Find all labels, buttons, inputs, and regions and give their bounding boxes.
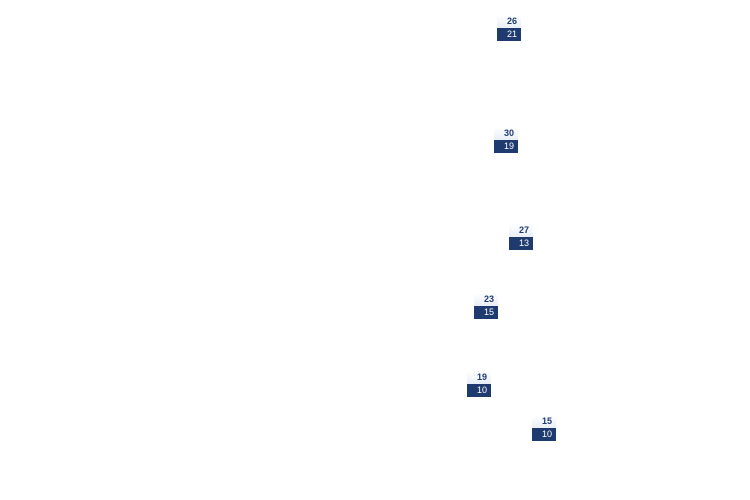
low-temperature: 10 [467,384,491,397]
high-temperature: 23 [474,293,498,306]
temperature-tag[interactable]: 26 21 [497,15,521,41]
low-temperature: 10 [532,428,556,441]
temperature-tag[interactable]: 27 13 [509,224,533,250]
high-temperature: 27 [509,224,533,237]
high-temperature: 26 [497,15,521,28]
high-temperature: 15 [532,415,556,428]
high-temperature: 19 [467,371,491,384]
temperature-tag[interactable]: 15 10 [532,415,556,441]
low-temperature: 15 [474,306,498,319]
low-temperature: 19 [494,140,518,153]
low-temperature: 21 [497,28,521,41]
temperature-tag[interactable]: 30 19 [494,127,518,153]
low-temperature: 13 [509,237,533,250]
high-temperature: 30 [494,127,518,140]
temperature-tag[interactable]: 23 15 [474,293,498,319]
temperature-tag[interactable]: 19 10 [467,371,491,397]
